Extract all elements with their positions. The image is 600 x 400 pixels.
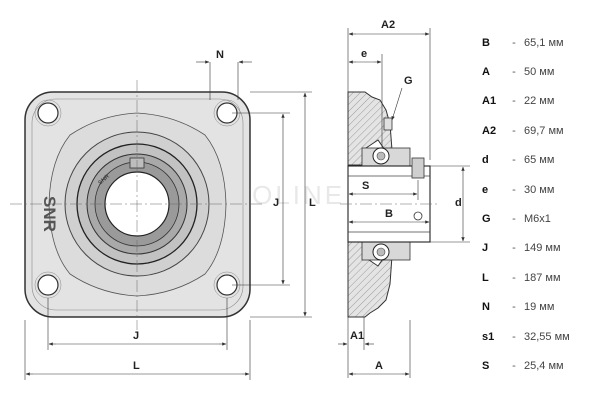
spec-value: 69,7 мм xyxy=(524,124,564,137)
spec-value: 50 мм xyxy=(524,66,555,79)
spec-key: A xyxy=(482,66,490,79)
label-l-horizontal: L xyxy=(133,360,140,372)
brand-mark: SNR xyxy=(40,196,59,232)
spec-row-s1: s1 - 32,55 мм xyxy=(482,322,594,351)
spec-value: 65 мм xyxy=(524,154,555,167)
bolt-hole-top-left xyxy=(34,99,62,127)
spec-key: s1 xyxy=(482,330,495,343)
spec-separator: - xyxy=(512,301,516,314)
spec-value: 187 мм xyxy=(524,271,561,284)
side-set-screw xyxy=(411,157,425,179)
spec-separator: - xyxy=(512,154,516,167)
spec-key: S xyxy=(482,359,490,372)
front-dimensions xyxy=(24,60,312,380)
spec-row-g: G - M6x1 xyxy=(482,204,594,233)
spec-separator: - xyxy=(512,183,516,196)
spec-separator: - xyxy=(512,271,516,284)
spec-value: 19 мм xyxy=(524,301,555,314)
spec-separator: - xyxy=(512,213,516,226)
spec-row-s: S - 25,4 мм xyxy=(482,351,594,380)
label-d: d xyxy=(455,197,462,209)
spec-value: 22 мм xyxy=(524,95,555,108)
spec-value: 149 мм xyxy=(524,242,561,255)
spec-row-a2: A2 - 69,7 мм xyxy=(482,116,594,145)
spec-value: 30 мм xyxy=(524,183,555,196)
spec-key: A1 xyxy=(482,95,497,108)
spec-value: 25,4 мм xyxy=(524,359,564,372)
side-section-view xyxy=(340,91,440,318)
label-a2: A2 xyxy=(381,19,395,31)
spec-row-b: B - 65,1 мм xyxy=(482,28,594,57)
bolt-hole-bottom-left xyxy=(34,271,62,299)
spec-separator: - xyxy=(512,242,516,255)
label-n: N xyxy=(216,49,224,61)
label-e: e xyxy=(361,48,367,60)
label-a1: A1 xyxy=(350,330,364,342)
spec-row-n: N - 19 мм xyxy=(482,293,594,322)
spec-row-j: J - 149 мм xyxy=(482,234,594,263)
spec-row-e: e - 30 мм xyxy=(482,175,594,204)
spec-value: 32,55 мм xyxy=(524,330,570,343)
spec-separator: - xyxy=(512,95,516,108)
spec-key: G xyxy=(482,213,491,226)
spec-separator: - xyxy=(512,66,516,79)
label-s: S xyxy=(362,180,369,192)
spec-key: L xyxy=(482,271,489,284)
spec-key: e xyxy=(482,183,489,196)
label-a: A xyxy=(375,360,383,372)
spec-key: B xyxy=(482,36,490,49)
spec-row-l: L - 187 мм xyxy=(482,263,594,292)
label-l-vertical: L xyxy=(309,197,316,209)
spec-row-a1: A1 - 22 мм xyxy=(482,87,594,116)
spec-table: B - 65,1 мм A - 50 мм A1 - 22 мм A2 - 69… xyxy=(482,28,594,381)
spec-key: d xyxy=(482,154,489,167)
spec-key: J xyxy=(482,242,489,255)
spec-separator: - xyxy=(512,36,516,49)
spec-key: A2 xyxy=(482,124,497,137)
side-dimensions xyxy=(338,28,470,378)
spec-value: M6x1 xyxy=(524,213,551,226)
front-view: SNR SNR xyxy=(10,80,262,330)
spec-key: N xyxy=(482,301,490,314)
label-b: B xyxy=(385,208,393,220)
label-j-horizontal: J xyxy=(133,330,139,342)
label-g: G xyxy=(404,75,413,87)
spec-separator: - xyxy=(512,359,516,372)
spec-value: 65,1 мм xyxy=(524,36,564,49)
label-j-vertical: J xyxy=(273,197,279,209)
spec-separator: - xyxy=(512,124,516,137)
spec-separator: - xyxy=(512,330,516,343)
spec-row-a: A - 50 мм xyxy=(482,57,594,86)
spec-row-d: d - 65 мм xyxy=(482,146,594,175)
